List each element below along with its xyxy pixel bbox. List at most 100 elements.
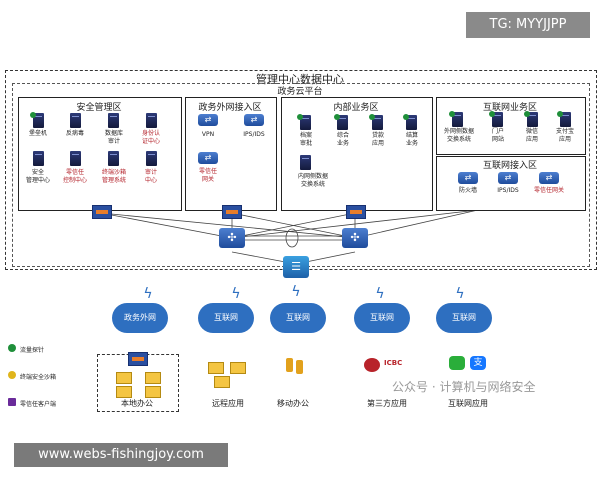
identity-server-icon	[146, 113, 157, 128]
archive-server-icon	[300, 115, 311, 130]
label-mobile-office: 移动办公	[277, 399, 309, 408]
traffic-probe-dot	[334, 114, 340, 120]
firewall-router-icon: ⇄	[458, 172, 478, 184]
laptop-icon	[214, 376, 230, 388]
internal-item: 档案 审批	[299, 132, 312, 147]
general-biz-server-icon	[337, 115, 348, 130]
sandbox-mgmt-server-icon	[108, 151, 119, 166]
edge-router-icon: ☰	[283, 256, 309, 278]
security-zone-title: 安全管理区	[76, 103, 122, 113]
ips-ids-icon: ⇄	[498, 172, 518, 184]
cloud-internet: 互联网	[436, 303, 492, 333]
internet-biz-item: 外网侧数据 交换系统	[443, 128, 474, 143]
security-item: 安全 管理中心	[25, 169, 50, 184]
traffic-probe-dot	[449, 111, 455, 117]
fortress-server-icon	[33, 113, 44, 128]
core-switch-icon: ✣	[342, 228, 368, 248]
audit-center-server-icon	[146, 151, 157, 166]
cloud-internet: 互联网	[270, 303, 326, 333]
internet-access-zone-title: 互联网接入区	[482, 161, 537, 171]
security-item: 堡垒机	[28, 130, 47, 137]
zero-trust-gateway-icon: ⇄	[539, 172, 559, 184]
security-item: 身份认 证中心	[141, 130, 160, 145]
wechat-app-server-icon	[527, 112, 538, 127]
vpn-router-icon: ⇄	[198, 114, 218, 126]
internet-biz-item: 支付宝 应用	[555, 128, 574, 143]
internet-biz-item: 微信 应用	[525, 128, 538, 143]
label-local-office: 本地办公	[121, 399, 153, 408]
traffic-probe-dot	[403, 114, 409, 120]
extranet-item: 零信任 网关	[198, 168, 217, 183]
laptop-icon	[116, 386, 132, 398]
watermark-account: 公众号 · 计算机与网络安全	[392, 380, 536, 394]
exchange-ext-server-icon	[452, 112, 463, 127]
internet-biz-item: 门户 网站	[491, 128, 504, 143]
bolt-icon: ϟ	[291, 284, 301, 300]
bolt-icon: ϟ	[375, 286, 385, 302]
laptop-icon	[145, 372, 161, 384]
core-switch-icon: ✣	[219, 228, 245, 248]
traffic-probe-dot	[369, 114, 375, 120]
laptop-icon	[230, 362, 246, 374]
legend-label: 流量探针	[20, 347, 45, 354]
cloud-internet: 互联网	[354, 303, 410, 333]
security-mgmt-server-icon	[33, 151, 44, 166]
bolt-icon: ϟ	[231, 286, 241, 302]
phone-icon	[296, 360, 303, 374]
loan-app-server-icon	[372, 115, 383, 130]
laptop-icon	[116, 372, 132, 384]
legend-label: 终端安全沙箱	[20, 374, 57, 381]
legend-sandbox-dot	[8, 371, 16, 379]
label-third-party: 第三方应用	[367, 399, 407, 408]
traffic-probe-dot	[30, 112, 36, 118]
internal-item: 贷款 应用	[371, 132, 384, 147]
security-item: 数据库 审计	[104, 130, 123, 145]
legend-zt-client-dot	[8, 398, 16, 406]
antivirus-server-icon	[70, 113, 81, 128]
extranet-zone-title: 政务外网接入区	[198, 103, 262, 113]
internet-biz-zone-title: 互联网业务区	[482, 103, 537, 113]
db-audit-server-icon	[108, 113, 119, 128]
internal-zone-title: 内部业务区	[333, 103, 379, 113]
portal-server-icon	[492, 112, 503, 127]
zero-trust-gateway-icon: ⇄	[198, 152, 218, 164]
firewall-icon	[346, 205, 366, 219]
cloud-gov-extranet: 政务外网	[112, 303, 168, 333]
footer-url: www.webs-fishingjoy.com	[14, 443, 228, 467]
alipay-icon: 支	[470, 356, 486, 370]
bolt-icon: ϟ	[143, 286, 153, 302]
firewall-icon	[128, 352, 148, 366]
watermark-top: TG: MYYJJPP	[466, 12, 590, 38]
security-item: 零信任 控制中心	[62, 169, 87, 184]
internet-access-item: IPS/IDS	[497, 187, 519, 194]
data-exchange-server-icon	[300, 155, 311, 170]
internal-item: 结算 业务	[405, 132, 418, 147]
traffic-probe-dot	[489, 111, 495, 117]
legend-label: 零信任客户端	[20, 401, 57, 408]
ips-ids-icon: ⇄	[244, 114, 264, 126]
security-item: 反病毒	[65, 130, 84, 137]
bank-logo-icon	[364, 358, 380, 372]
bolt-icon: ϟ	[455, 286, 465, 302]
internal-item: 综合 业务	[336, 132, 349, 147]
label-internet-app: 互联网应用	[448, 399, 488, 408]
extranet-item: IPS/IDS	[243, 131, 265, 138]
data-center-title: 管理中心数据中心	[256, 73, 344, 86]
wechat-icon	[449, 356, 465, 370]
legend-probe-dot	[8, 344, 16, 352]
traffic-probe-dot	[297, 114, 303, 120]
phone-icon	[286, 358, 293, 372]
laptop-icon	[208, 362, 224, 374]
label-remote-app: 远程应用	[212, 399, 244, 408]
cloud-internet: 互联网	[198, 303, 254, 333]
settlement-server-icon	[406, 115, 417, 130]
security-item: 审计 中心	[144, 169, 157, 184]
gov-cloud-title: 政务云平台	[277, 87, 323, 97]
zero-trust-ctrl-server-icon	[70, 151, 81, 166]
laptop-icon	[145, 386, 161, 398]
traffic-probe-dot	[557, 111, 563, 117]
internet-access-item: 防火墙	[458, 187, 477, 194]
alipay-app-server-icon	[560, 112, 571, 127]
security-item: 终端沙箱 管理系统	[101, 169, 126, 184]
firewall-icon	[92, 205, 112, 219]
